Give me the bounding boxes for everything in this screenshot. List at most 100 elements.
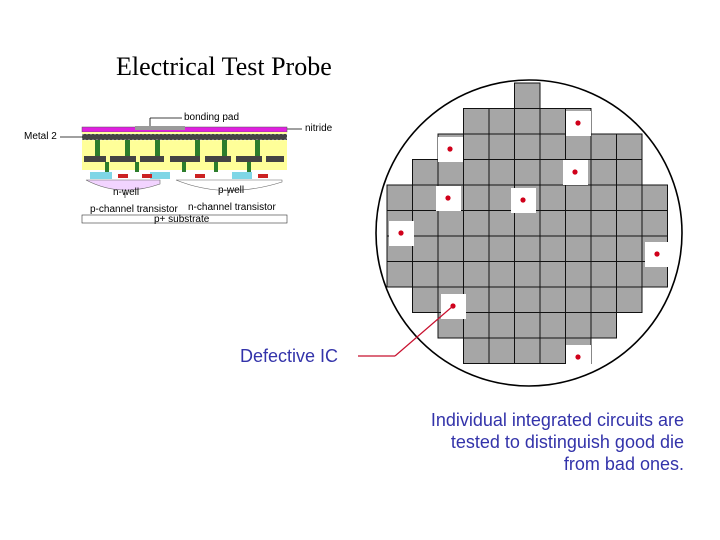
- die: [437, 261, 464, 288]
- gate-poly: [118, 174, 268, 178]
- die: [590, 286, 617, 313]
- die: [488, 312, 515, 339]
- die: [463, 133, 490, 160]
- die: [539, 210, 566, 237]
- p-well-region: [175, 179, 283, 191]
- die: [616, 210, 643, 237]
- die: [463, 235, 490, 262]
- die: [463, 184, 490, 211]
- die: [514, 82, 541, 109]
- bonding-pad-label: bonding pad: [184, 112, 240, 123]
- page-title: Electrical Test Probe: [116, 52, 332, 81]
- die-grid: [386, 82, 668, 364]
- die: [539, 133, 566, 160]
- n-well-region: [85, 179, 161, 191]
- die: [514, 133, 541, 160]
- substrate-label: p+ substrate: [154, 214, 210, 225]
- die: [463, 337, 490, 364]
- defect-dot: [398, 230, 404, 236]
- defect-dot: [520, 197, 526, 203]
- die: [488, 337, 515, 364]
- die: [565, 261, 592, 288]
- die: [412, 184, 439, 211]
- metal1-layer: [84, 156, 284, 162]
- die: [590, 312, 617, 339]
- die: [412, 235, 439, 262]
- bonding-pad: [135, 126, 185, 130]
- die: [488, 286, 515, 313]
- die: [539, 261, 566, 288]
- die: [488, 261, 515, 288]
- defect-pointer-diagonal: [394, 305, 454, 357]
- die: [539, 235, 566, 262]
- die: [412, 159, 439, 186]
- substrate-layer: [81, 214, 288, 224]
- metal2-layer: [82, 134, 287, 140]
- die: [616, 184, 643, 211]
- die: [463, 210, 490, 237]
- die: [514, 261, 541, 288]
- die: [412, 286, 439, 313]
- die: [590, 235, 617, 262]
- die: [539, 312, 566, 339]
- die: [539, 159, 566, 186]
- die: [590, 210, 617, 237]
- defect-dots: [389, 111, 670, 370]
- die: [514, 337, 541, 364]
- die: [565, 286, 592, 313]
- die: [590, 184, 617, 211]
- die: [565, 210, 592, 237]
- defect-dot: [445, 195, 451, 201]
- die: [616, 235, 643, 262]
- metal2-label: Metal 2: [24, 131, 57, 142]
- defect-dot: [575, 354, 581, 360]
- die: [616, 261, 643, 288]
- caption-line-3: from bad ones.: [563, 454, 684, 474]
- die: [463, 108, 490, 135]
- cmos-cross-section: [60, 117, 302, 224]
- die: [488, 159, 515, 186]
- defect-dot: [575, 120, 581, 126]
- die: [590, 159, 617, 186]
- die: [514, 108, 541, 135]
- die: [590, 133, 617, 160]
- die: [641, 210, 668, 237]
- p-channel-label: p-channel transistor: [90, 204, 178, 215]
- n-channel-label: n-channel transistor: [188, 202, 276, 213]
- die: [539, 337, 566, 364]
- die: [514, 235, 541, 262]
- defective-ic-label: Defective IC: [240, 346, 339, 366]
- defect-dot: [654, 251, 660, 257]
- n-well-label: n-well: [113, 187, 140, 198]
- die: [386, 261, 413, 288]
- die: [565, 312, 592, 339]
- field-oxide: [90, 172, 252, 179]
- die: [463, 261, 490, 288]
- die: [590, 261, 617, 288]
- p-well-label: p-well: [218, 185, 245, 196]
- die: [565, 133, 592, 160]
- die: [412, 210, 439, 237]
- defect-dot: [572, 169, 578, 175]
- die: [514, 210, 541, 237]
- die: [488, 133, 515, 160]
- die: [539, 184, 566, 211]
- die: [616, 286, 643, 313]
- die: [463, 286, 490, 313]
- die: [386, 184, 413, 211]
- die: [437, 235, 464, 262]
- caption: Individual integrated circuits are teste…: [344, 409, 684, 475]
- die: [488, 108, 515, 135]
- die: [514, 312, 541, 339]
- via-plugs: [95, 140, 260, 172]
- die: [539, 108, 566, 135]
- caption-line-2: tested to distinguish good die: [450, 432, 684, 452]
- die: [539, 286, 566, 313]
- die: [565, 235, 592, 262]
- die: [463, 159, 490, 186]
- nitride-label: nitride: [305, 123, 333, 134]
- defect-dot: [447, 146, 453, 152]
- die: [437, 159, 464, 186]
- die: [463, 312, 490, 339]
- die: [514, 286, 541, 313]
